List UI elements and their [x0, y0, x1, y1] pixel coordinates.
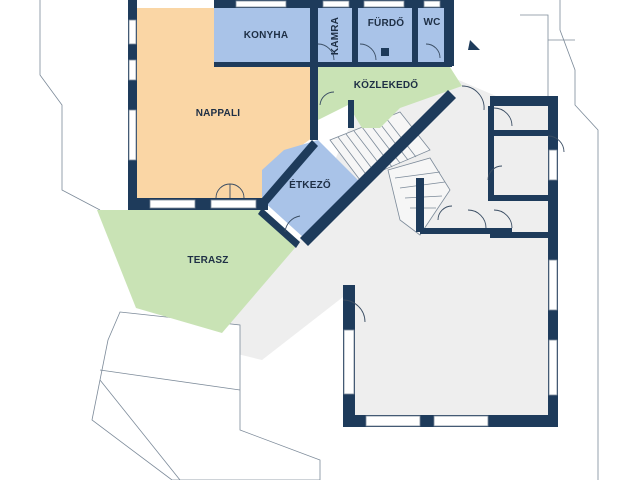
site-outline — [39, 0, 599, 480]
bathroom-fixture — [381, 48, 389, 56]
unlabeled-area — [172, 72, 556, 420]
room-label-hallway: KÖZLEKEDŐ — [354, 78, 419, 91]
room-label-dining: ÉTKEZŐ — [289, 178, 331, 191]
room-terrace — [97, 210, 300, 333]
doors — [215, 40, 565, 323]
room-pantry — [318, 8, 352, 64]
room-living — [137, 8, 312, 198]
lower-outdoor-area — [91, 311, 321, 480]
room-label-terrace: TERASZ — [187, 255, 228, 266]
room-wc — [418, 8, 446, 64]
room-label-bathroom: FÜRDŐ — [368, 16, 405, 29]
room-label-living: NAPPALI — [196, 108, 241, 119]
room-label-wc: WC — [423, 17, 440, 28]
room-label-kitchen: KONYHA — [244, 30, 289, 41]
room-dining — [262, 140, 360, 238]
room-label-pantry: KAMRA — [330, 17, 341, 55]
windows — [128, 0, 558, 427]
room-kitchen — [214, 8, 312, 65]
